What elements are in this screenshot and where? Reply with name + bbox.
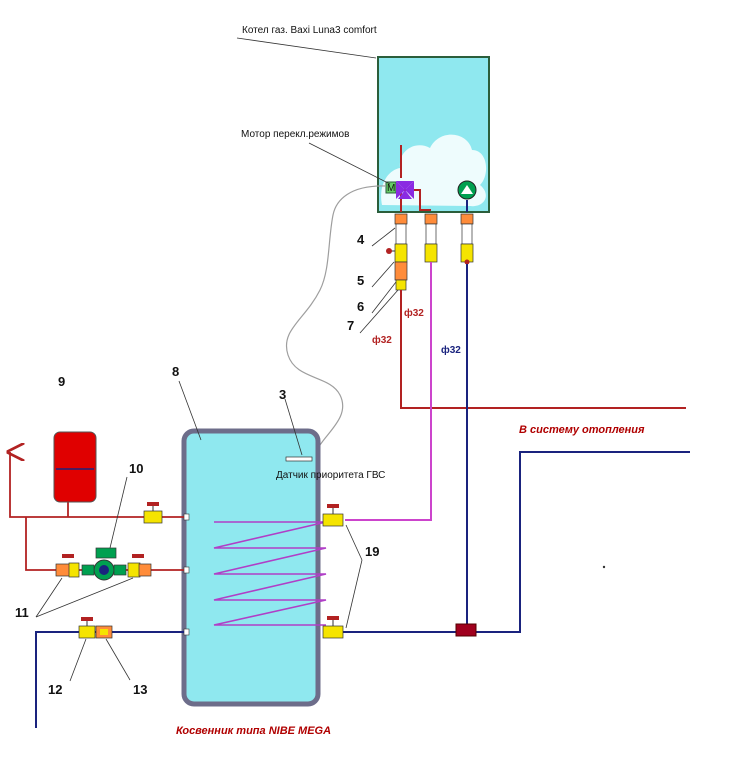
pipe-size-red-lower: ф32 <box>372 334 392 346</box>
label-3: 3 <box>279 387 286 402</box>
label-12: 12 <box>48 682 62 697</box>
heating-return-pipe <box>340 451 690 633</box>
ball-valve-upper <box>322 504 344 527</box>
return-pipe <box>345 262 432 521</box>
ball-valve-hot <box>143 502 163 524</box>
boiler-pump-icon <box>457 180 477 200</box>
label-10: 10 <box>129 461 143 476</box>
cold-inlet-valve <box>78 617 96 639</box>
hot-water-outlet-pipe <box>10 452 184 518</box>
boiler-label: Котел газ. Baxi Luna3 comfort <box>242 25 377 36</box>
pipe-size-blue: ф32 <box>441 344 461 356</box>
label-4: 4 <box>357 232 365 247</box>
sensor-pocket <box>285 456 313 462</box>
motor-label: Мотор перекл.режимов <box>241 129 349 140</box>
label-8: 8 <box>172 364 179 379</box>
three-way-valve-icon <box>396 181 414 199</box>
label-11: 11 <box>15 605 29 620</box>
boiler-fittings <box>386 213 474 291</box>
svg-text:M: M <box>387 183 395 194</box>
indirect-tank <box>181 428 327 707</box>
heating-system-label: В систему отопления <box>519 424 645 436</box>
recirculation-pump-assembly <box>55 547 152 581</box>
label-13: 13 <box>133 682 147 697</box>
tank-label: Косвенник типа NIBE MEGA <box>176 725 331 737</box>
stray-dot <box>602 565 606 569</box>
label-7: 7 <box>347 318 354 333</box>
label-5: 5 <box>357 273 364 288</box>
supply-pipe <box>400 290 686 409</box>
sensor-label: Датчик приоритета ГВС <box>276 470 385 481</box>
motor-icon: M <box>385 181 397 194</box>
tee-fitting <box>455 623 477 637</box>
label-6: 6 <box>357 299 364 314</box>
label-19: 19 <box>365 544 379 559</box>
ball-valve-lower <box>322 616 344 639</box>
expansion-tank <box>53 431 97 503</box>
cold-inlet-pipe <box>35 631 184 728</box>
heat-exchanger-coil <box>213 521 327 626</box>
check-valve <box>95 625 113 639</box>
label-9: 9 <box>58 374 65 389</box>
sensor-cable <box>285 185 387 459</box>
pipe-size-red-upper: ф32 <box>404 307 424 319</box>
